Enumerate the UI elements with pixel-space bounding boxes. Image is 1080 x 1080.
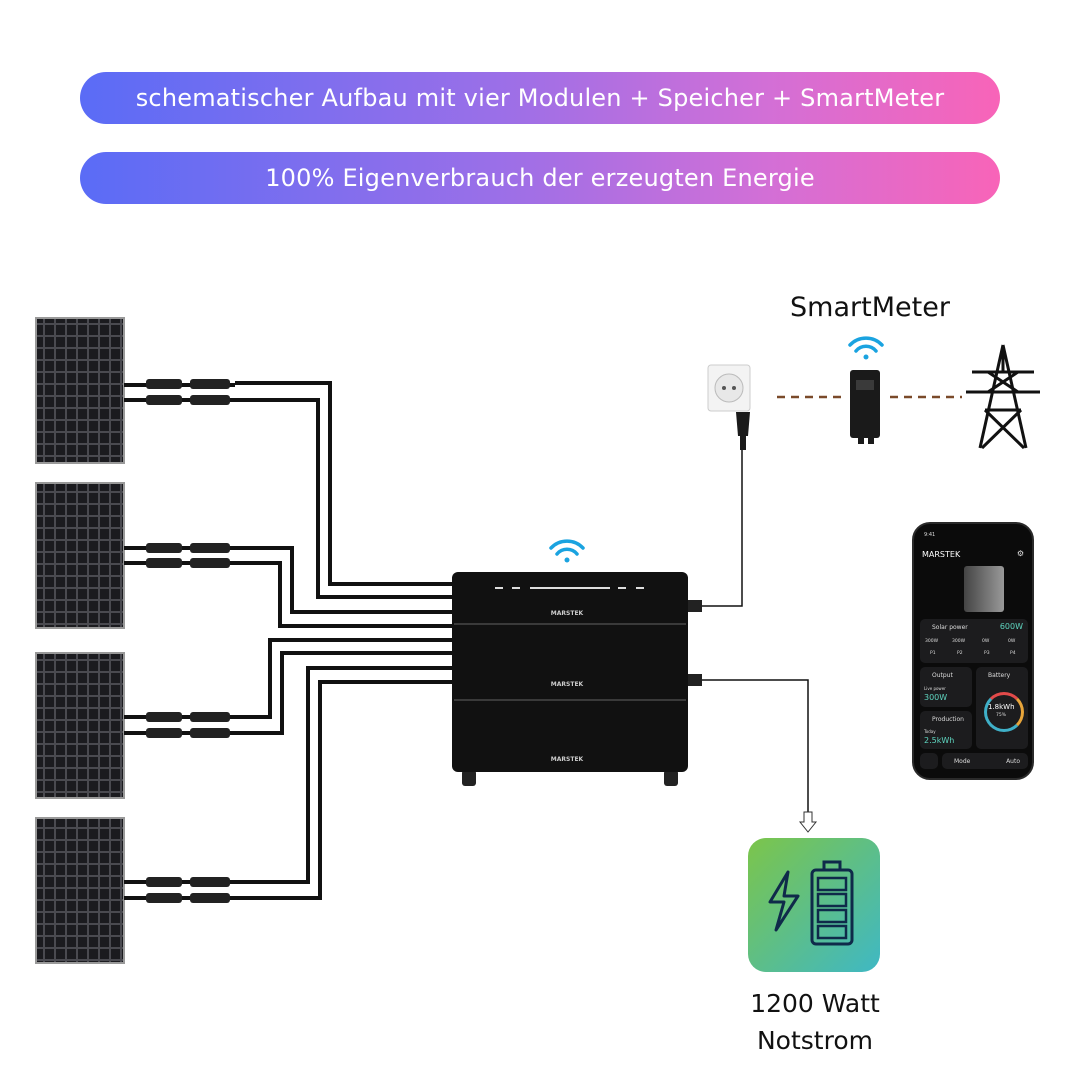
- battery-gauge: [984, 692, 1024, 732]
- panel-name: P1: [930, 651, 936, 656]
- subtitle-banner: 100% Eigenverbrauch der erzeugten Energi…: [80, 152, 1000, 204]
- output-label: Output: [932, 672, 953, 679]
- production-card[interactable]: Production Today 2.5kWh: [920, 711, 972, 749]
- solar-panel-3: [35, 652, 125, 799]
- brand-label: MARSTEK: [551, 681, 584, 688]
- battery-card[interactable]: Battery 1.8kWh 75%: [976, 667, 1028, 749]
- production-label: Production: [932, 716, 964, 723]
- power-pylon-icon: [966, 344, 1040, 450]
- wifi-button[interactable]: [920, 753, 938, 769]
- output-card[interactable]: Output Live power 300W: [920, 667, 972, 707]
- dc-cables: [124, 381, 452, 900]
- wifi-icon: [549, 539, 585, 563]
- wifi-icon: [848, 336, 884, 360]
- backup-notstrom: Notstrom: [756, 1026, 873, 1055]
- solar-value: 600W: [999, 622, 1023, 631]
- live-power-value: 300W: [924, 693, 948, 702]
- solar-label: Solar power: [932, 624, 968, 631]
- ac-cable: [700, 450, 809, 818]
- brand-label: MARSTEK: [551, 756, 584, 763]
- brand-label: MARSTEK: [551, 610, 584, 617]
- mode-value: Auto: [1006, 758, 1020, 765]
- output-arrow-icon: [798, 811, 818, 833]
- mode-button[interactable]: Mode Auto: [942, 753, 1028, 769]
- live-power-label: Live power: [924, 686, 946, 691]
- panel-value: 300W: [925, 639, 939, 644]
- panel-value: 0W: [982, 639, 990, 644]
- backup-watt: 1200 Watt: [750, 989, 880, 1018]
- solar-panel-2: [35, 482, 125, 629]
- mc4-connectors: [146, 379, 230, 903]
- phone-time: 9:41: [924, 532, 936, 538]
- smartmeter-label: SmartMeter: [790, 292, 950, 323]
- panel-name: P2: [957, 651, 963, 656]
- today-value: 2.5kWh: [924, 736, 955, 745]
- solar-card: Solar power 600W 300W 300W 0W 0W P1 P2 P…: [920, 619, 1028, 663]
- battery-label: Battery: [988, 672, 1011, 679]
- panel-name: P4: [1010, 651, 1016, 656]
- panel-value: 300W: [952, 639, 966, 644]
- battery-percent: 75%: [996, 713, 1007, 718]
- solar-panel-4: [35, 817, 125, 964]
- wall-socket-icon: [707, 364, 751, 450]
- smart-meter-device: [850, 370, 880, 444]
- app-title: MARSTEK: [922, 550, 961, 559]
- panel-name: P3: [984, 651, 990, 656]
- solar-panel-1: [35, 317, 125, 464]
- battery-energy: 1.8kWh: [988, 703, 1015, 711]
- settings-icon: ⚙: [1016, 549, 1024, 558]
- today-label: Today: [924, 729, 936, 734]
- title-banner: schematischer Aufbau mit vier Modulen + …: [80, 72, 1000, 124]
- device-image: [964, 566, 1004, 612]
- backup-power-label: 1200 Watt Notstrom: [705, 985, 925, 1059]
- panel-value: 0W: [1008, 639, 1016, 644]
- phone-app-screenshot: 9:41 MARSTEK ⚙ Solar power 600W 300W 300…: [912, 522, 1034, 780]
- mode-label: Mode: [954, 758, 971, 765]
- backup-power-icon: [748, 838, 880, 972]
- battery-storage-unit: [452, 572, 688, 786]
